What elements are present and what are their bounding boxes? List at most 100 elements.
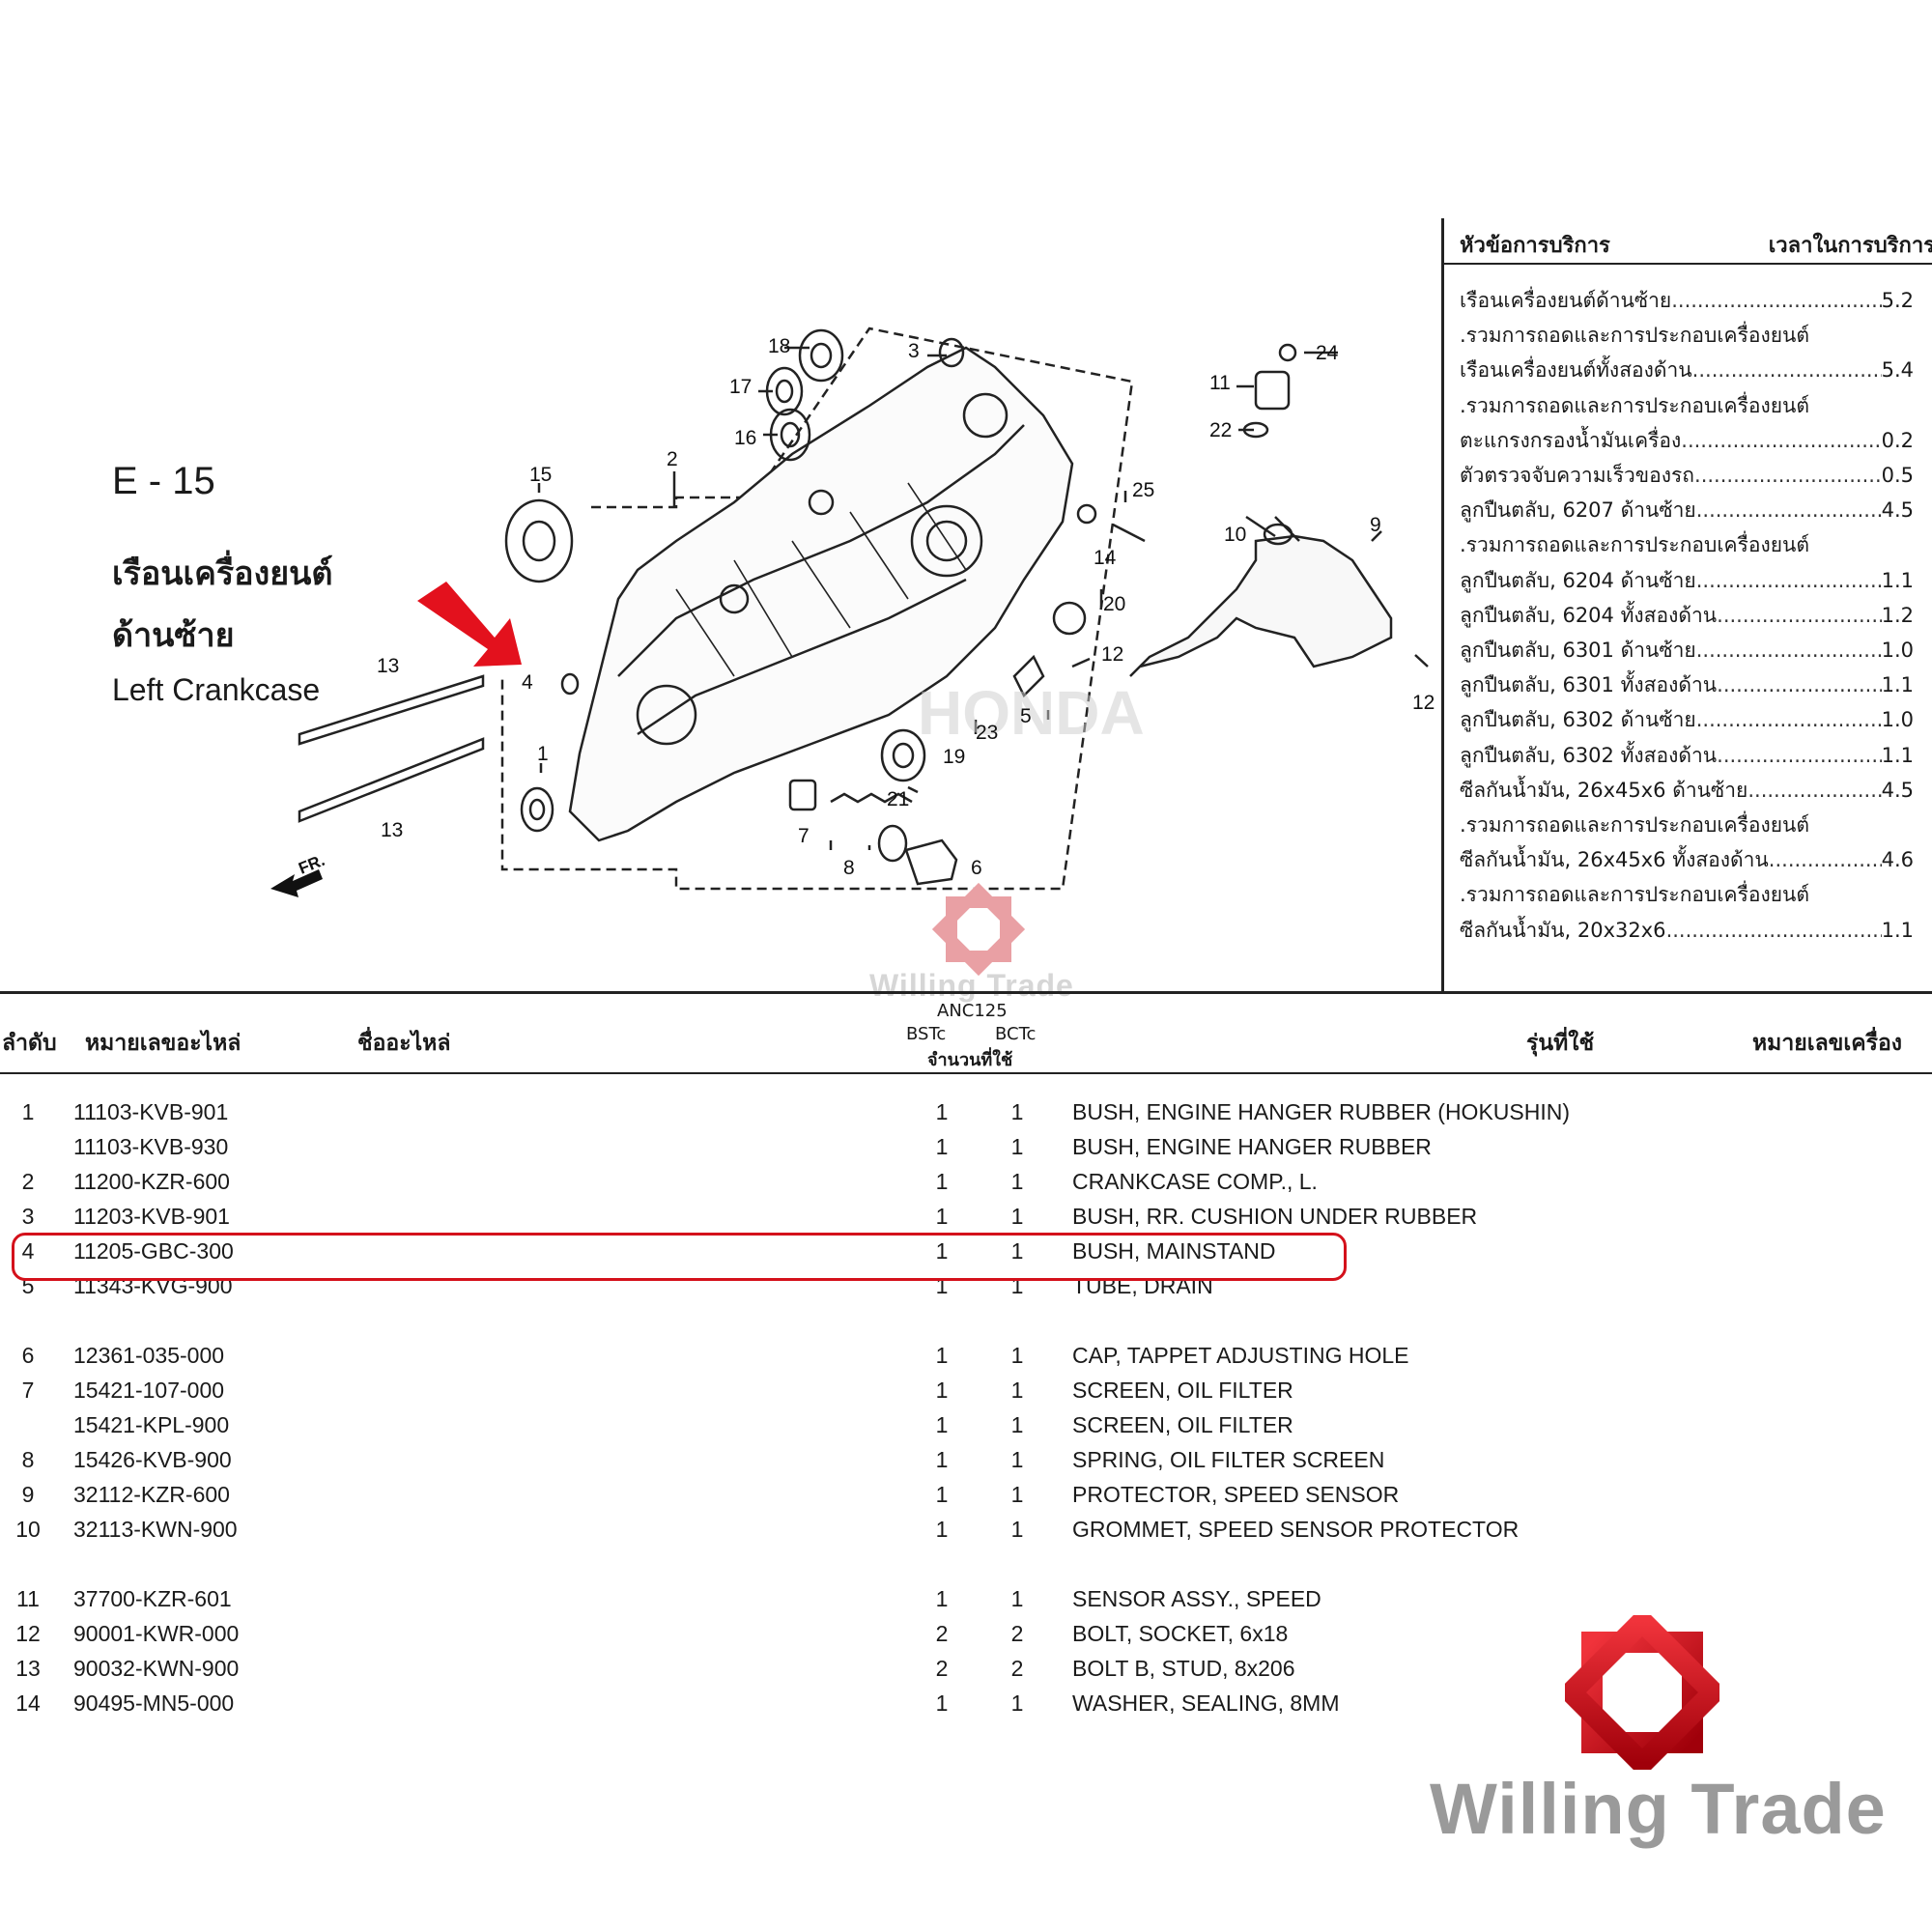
service-line-label: .รวมการถอดและการประกอบเครื่องยนต์ xyxy=(1460,393,1810,417)
service-line: เรือนเครื่องยนต์ด้านซ้าย5.2 xyxy=(1460,286,1914,315)
service-line: .รวมการถอดและการประกอบเครื่องยนต์ xyxy=(1460,530,1914,559)
front-direction-arrow: FR. xyxy=(270,851,327,897)
part-name-en: WASHER, SEALING, 8MM xyxy=(1072,1690,1340,1716)
part-name-en: BUSH, ENGINE HANGER RUBBER (HOKUSHIN) xyxy=(1072,1099,1571,1124)
leader-dots xyxy=(1747,776,1881,805)
table-row: 11103-KVB-930บู๊ชยึดเรือนเครื่องยนต์11BU… xyxy=(0,1130,1932,1163)
svg-text:3: 3 xyxy=(908,340,920,362)
section-title-en: Left Crankcase xyxy=(112,672,321,707)
header-part-no: หมายเลขอะไหล่ xyxy=(85,1031,242,1056)
service-line-label: .รวมการถอดและการประกอบเครื่องยนต์ xyxy=(1460,533,1810,557)
leader-dots xyxy=(1717,601,1881,630)
qty-bstc: 1 xyxy=(935,1586,949,1611)
service-line: ลูกปืนตลับ, 6204 ทั้งสองด้าน1.2 xyxy=(1460,601,1914,630)
watermark-logo-small xyxy=(931,882,1026,977)
part-number: 15426-KVB-900 xyxy=(73,1447,232,1472)
qty-bctc: 1 xyxy=(1010,1482,1024,1507)
service-line-time: 1.1 xyxy=(1881,918,1914,942)
qty-bstc: 1 xyxy=(935,1134,949,1159)
row-number: 2 xyxy=(21,1169,35,1194)
svg-text:11: 11 xyxy=(1209,372,1231,394)
qty-bctc: 1 xyxy=(1010,1238,1024,1264)
leader-dots xyxy=(1717,741,1881,770)
svg-text:7: 7 xyxy=(798,825,810,847)
part-name-en: SCREEN, OIL FILTER xyxy=(1072,1378,1293,1403)
part-name-en: BUSH, RR. CUSHION UNDER RUBBER xyxy=(1072,1204,1478,1229)
service-line-time: 4.6 xyxy=(1881,848,1914,872)
qty-bstc: 1 xyxy=(935,1378,949,1403)
row-number: 8 xyxy=(21,1447,35,1472)
part-number: 90495-MN5-000 xyxy=(73,1690,235,1716)
row-number: 12 xyxy=(15,1621,41,1646)
svg-text:22: 22 xyxy=(1209,419,1232,441)
service-line: .รวมการถอดและการประกอบเครื่องยนต์ xyxy=(1460,810,1914,839)
service-line: .รวมการถอดและการประกอบเครื่องยนต์ xyxy=(1460,391,1914,420)
service-line-label: ลูกปืนตลับ, 6204 ทั้งสองด้าน xyxy=(1460,603,1718,627)
part-number: 11343-KVG-900 xyxy=(73,1273,233,1298)
service-line-label: เรือนเครื่องยนต์ด้านซ้าย xyxy=(1460,289,1672,312)
svg-text:9: 9 xyxy=(1370,514,1381,536)
part-number: 15421-KPL-900 xyxy=(73,1412,230,1437)
part-number: 11103-KVB-930 xyxy=(73,1134,229,1159)
service-line: ลูกปืนตลับ, 6301 ด้านซ้าย1.0 xyxy=(1460,636,1914,665)
leader-dots xyxy=(1769,845,1882,874)
svg-text:4: 4 xyxy=(522,671,533,694)
leader-dots xyxy=(1694,461,1882,490)
part-name-en: BOLT B, STUD, 8x206 xyxy=(1072,1656,1295,1681)
service-line-time: 1.1 xyxy=(1881,743,1914,767)
part-name-en: SPRING, OIL FILTER SCREEN xyxy=(1072,1447,1385,1472)
svg-text:12: 12 xyxy=(1101,643,1123,666)
part-number: 12361-035-000 xyxy=(73,1343,225,1368)
service-line: ตะแกรงกรองน้ำมันเครื่อง0.2 xyxy=(1460,426,1914,455)
qty-bstc: 1 xyxy=(935,1447,949,1472)
row-number: 7 xyxy=(21,1378,35,1403)
section-title-th-line1: เรือนเครื่องยนต์ xyxy=(112,554,333,593)
service-line-label: เรือนเครื่องยนต์ทั้งสองด้าน xyxy=(1460,358,1692,383)
qty-bstc: 2 xyxy=(935,1621,949,1646)
svg-text:1: 1 xyxy=(537,743,549,765)
service-line-time: 1.1 xyxy=(1881,568,1914,592)
exploded-parts-diagram: HONDA 18 17 16 3 2 15 4 1 13 13 24 11 22… xyxy=(270,327,1435,977)
service-line-time: 5.4 xyxy=(1881,358,1914,383)
qty-bctc: 1 xyxy=(1010,1343,1024,1368)
leader-dots xyxy=(1671,286,1881,315)
crankcase-outline xyxy=(568,346,1074,842)
part-name-en: BOLT, SOCKET, 6x18 xyxy=(1072,1621,1289,1646)
watermark-logo-large xyxy=(1565,1615,1719,1770)
header-no: ลำดับ xyxy=(2,1031,57,1056)
svg-text:6: 6 xyxy=(971,857,982,879)
part-name-en: CAP, TAPPET ADJUSTING HOLE xyxy=(1072,1343,1409,1368)
qty-bstc: 2 xyxy=(935,1656,949,1681)
red-pointer-arrow xyxy=(417,582,522,667)
header-engine-no: หมายเลขเครื่อง xyxy=(1752,1031,1903,1056)
row-number: 14 xyxy=(15,1690,41,1716)
svg-text:12: 12 xyxy=(1412,692,1435,714)
part-name-en: BUSH, ENGINE HANGER RUBBER xyxy=(1072,1134,1432,1159)
part-number: 11205-GBC-300 xyxy=(73,1238,234,1264)
qty-bctc: 1 xyxy=(1010,1169,1024,1194)
service-line: ลูกปืนตลับ, 6301 ทั้งสองด้าน1.1 xyxy=(1460,670,1914,699)
part-name-en: GROMMET, SPEED SENSOR PROTECTOR xyxy=(1072,1517,1520,1542)
row-number: 3 xyxy=(21,1204,35,1229)
header-models-used: รุ่นที่ใช้ xyxy=(1526,1031,1595,1056)
qty-bctc: 1 xyxy=(1010,1517,1024,1542)
section-title-th-line2: ด้านซ้าย xyxy=(112,616,235,655)
svg-text:14: 14 xyxy=(1094,547,1117,569)
service-line: ลูกปืนตลับ, 6302 ด้านซ้าย1.0 xyxy=(1460,705,1914,734)
table-row: 715421-107-000ตะแกรงกรองน้ำมันเครื่อง11S… xyxy=(0,1374,1932,1406)
svg-text:18: 18 xyxy=(768,335,790,357)
qty-bctc: 2 xyxy=(1010,1656,1024,1681)
svg-text:15: 15 xyxy=(529,464,552,486)
row-number: 10 xyxy=(15,1517,41,1542)
service-line-label: ตัวตรวจจับความเร็วของรถ xyxy=(1460,464,1695,487)
part-name-en: SENSOR ASSY., SPEED xyxy=(1072,1586,1321,1611)
row-number: 6 xyxy=(21,1343,35,1368)
watermark-text-small: Willing Trade xyxy=(869,968,1074,1003)
table-row: 1137700-KZR-601ตัวตรวจจับความเร็วของรถ11… xyxy=(0,1582,1932,1615)
svg-text:17: 17 xyxy=(729,376,752,398)
table-row: 311203-KVB-901บู๊ชยางหูยึดตัวหลัง11BUSH,… xyxy=(0,1200,1932,1233)
